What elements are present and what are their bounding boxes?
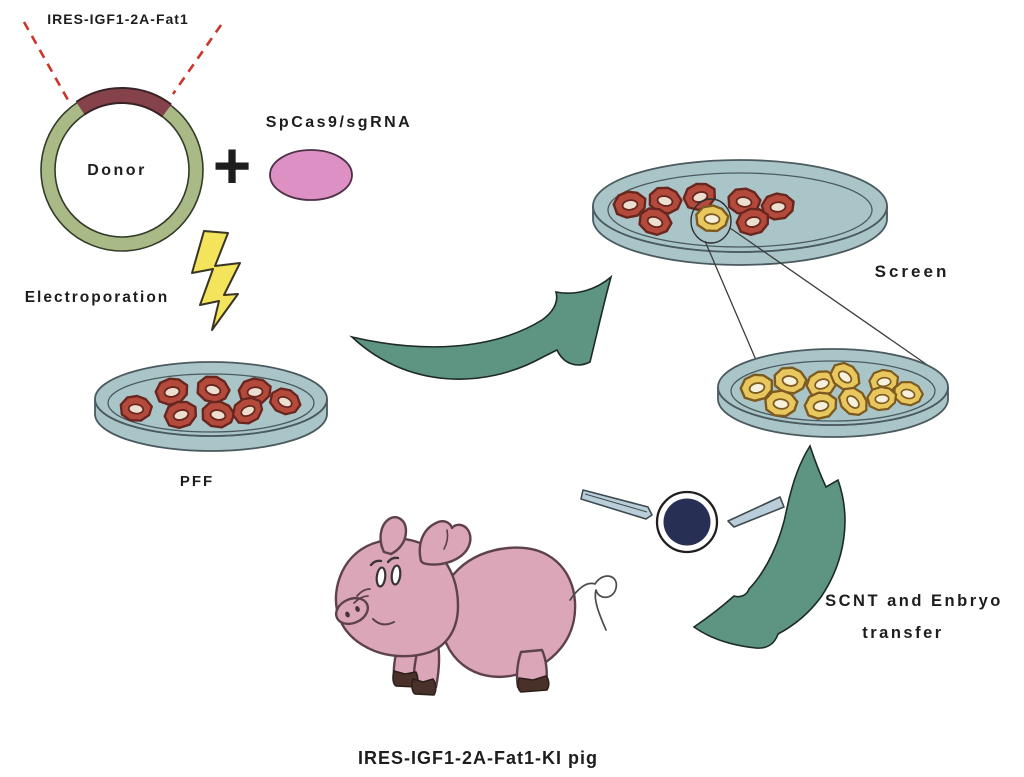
pig-mouth — [372, 618, 395, 626]
insert-arc — [76, 89, 171, 116]
transfer-arrow-1 — [349, 274, 613, 380]
dashed-leader-left — [22, 21, 70, 101]
pig-ear-left — [379, 516, 408, 556]
scnt-label-line1: SCNT and Enbryo — [825, 592, 1003, 610]
lightning-bolt-icon — [191, 230, 241, 331]
pig-body — [438, 546, 577, 679]
pig-tail — [569, 575, 618, 631]
pig-eyebrows — [369, 556, 400, 567]
pig-eye — [390, 564, 402, 586]
colony-highlight-circle — [690, 198, 732, 244]
injection-pipette-icon — [727, 496, 785, 528]
petri-dish-pff — [94, 361, 328, 452]
scnt-label-line2: transfer — [862, 624, 943, 642]
transfer-arrow-2 — [692, 444, 846, 649]
holding-pipette-icon — [580, 489, 653, 520]
holding-pipette-line — [584, 493, 648, 513]
pff-label: PFF — [180, 473, 214, 490]
donor-plasmid: IRES-IGF1-2A-Fat1 Donor — [22, 11, 223, 252]
plus-sign: + — [213, 128, 252, 202]
dish-inner-rim — [607, 172, 873, 248]
petri-dish-clone — [717, 348, 949, 438]
pig-snout-wrinkles — [353, 588, 371, 604]
result-label: IRES-IGF1-2A-Fat1-KI pig — [358, 748, 598, 768]
magnifier-line-right — [729, 227, 937, 372]
electroporation: Electroporation — [25, 230, 241, 331]
pig-nostril — [345, 611, 350, 618]
nuclease: SpCas9/sgRNA — [266, 114, 412, 201]
oocyte-nucleus — [663, 498, 711, 546]
pig-ear-fold — [443, 529, 449, 550]
nuclease-label: SpCas9/sgRNA — [266, 114, 412, 131]
pig-eye — [375, 566, 387, 588]
spcas9-ellipse — [269, 149, 353, 201]
magnifier-line-left — [704, 240, 757, 361]
dish-inner-rim — [730, 360, 936, 422]
pig-nostril — [355, 606, 360, 612]
pig-icon — [334, 516, 618, 696]
pig-front-hoof — [411, 678, 437, 696]
petri-dish-screened — [592, 159, 888, 266]
pig-ear-right — [418, 520, 472, 566]
oocyte-microinjection — [580, 489, 785, 554]
plasmid-label: Donor — [87, 162, 147, 179]
construct-label: IRES-IGF1-2A-Fat1 — [47, 11, 188, 27]
dish-inner-rim — [107, 373, 315, 433]
pig-back-hoof — [517, 675, 550, 693]
dashed-leader-right — [171, 24, 223, 95]
screen-label: Screen — [875, 262, 950, 281]
electroporation-label: Electroporation — [25, 289, 170, 306]
pig-snout — [334, 596, 370, 626]
